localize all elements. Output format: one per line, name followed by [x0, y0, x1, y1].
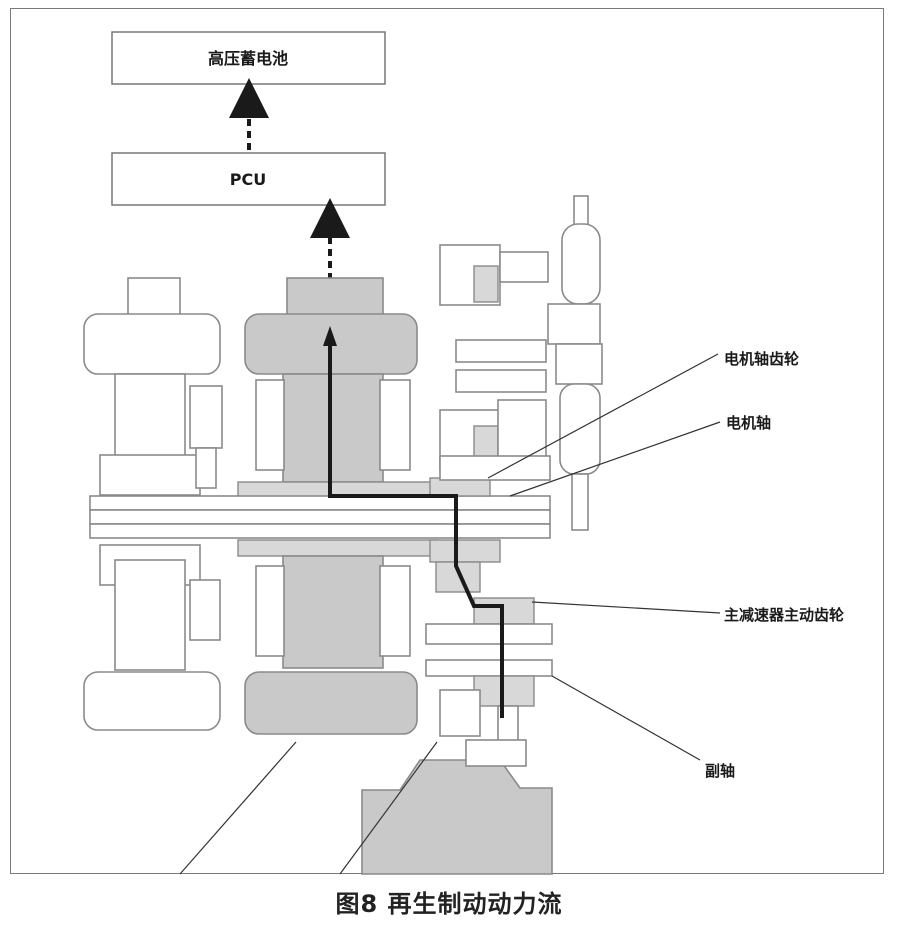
power-flow-diagram: 高压蓄电池 PCU [83, 31, 844, 875]
battery-label: 高压蓄电池 [208, 49, 288, 68]
callout-motor-shaft: 电机轴 [726, 414, 771, 432]
differential [361, 739, 553, 875]
right-shaft-component [547, 195, 603, 531]
power-flow-line [328, 345, 504, 718]
leader-motor-bottom [179, 741, 297, 875]
leader-motor-shaft [509, 421, 721, 497]
leader-gear-bottom [339, 741, 438, 875]
leader-final-drive-gear [531, 601, 721, 614]
callout-motor-shaft-gear: 电机轴齿轮 [724, 350, 799, 368]
battery-block: 高压蓄电池 [111, 31, 386, 85]
callout-final-drive-gear: 主减速器主动齿轮 [724, 606, 844, 624]
leader-countershaft [551, 675, 701, 761]
clutch-assembly [439, 244, 551, 481]
callout-countershaft: 副轴 [705, 762, 735, 780]
pcu-label: PCU [230, 170, 266, 189]
pcu-block: PCU [111, 152, 386, 206]
figure-caption: 图8 再生制动动力流 [335, 890, 563, 918]
generator-lower [83, 544, 221, 731]
leader-motor-shaft-gear [487, 353, 719, 479]
generator-upper [83, 277, 223, 496]
power-flow-arrowhead [323, 326, 337, 346]
traction-motor-upper [237, 277, 439, 501]
main-shaft [89, 477, 551, 563]
traction-motor-lower [237, 539, 439, 735]
final-drive-gear [425, 561, 553, 757]
